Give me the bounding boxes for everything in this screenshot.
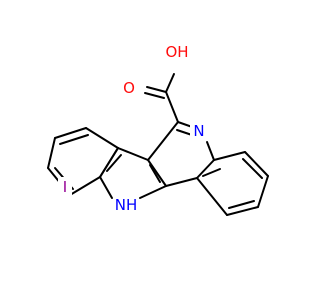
carboxyl-group xyxy=(144,73,179,123)
nh-label: NH xyxy=(115,196,138,214)
bond xyxy=(196,177,228,216)
benzo-ring-right xyxy=(196,151,269,216)
bond xyxy=(257,175,269,208)
bond xyxy=(147,121,179,161)
bond-c-oh xyxy=(165,73,175,93)
bond xyxy=(244,151,269,177)
bond-c-ring xyxy=(165,91,179,123)
bond xyxy=(206,141,215,161)
bond-c-o-double-a xyxy=(146,86,167,93)
carbonyl-oxygen-label: O xyxy=(123,79,135,97)
bond xyxy=(117,147,149,161)
bond xyxy=(106,154,122,172)
bond xyxy=(149,164,161,183)
bond xyxy=(196,159,215,179)
hydroxyl-label: OH xyxy=(165,43,188,61)
bond xyxy=(139,185,167,199)
bond xyxy=(202,168,221,177)
pyridine-ring xyxy=(147,121,215,187)
bond xyxy=(59,134,89,145)
bond-c-o-double-b xyxy=(144,92,165,99)
bond xyxy=(54,127,87,139)
ring-nitrogen-label: N xyxy=(193,122,204,140)
bond xyxy=(99,147,119,178)
bond xyxy=(85,127,119,149)
bond xyxy=(226,206,259,216)
bond xyxy=(69,176,101,196)
molecule-structure-diagram: OH O N NH I xyxy=(47,42,269,216)
bond xyxy=(176,129,193,136)
bond xyxy=(213,151,246,161)
bond xyxy=(147,159,167,187)
bond xyxy=(228,200,255,209)
iodine-label: I xyxy=(63,178,67,196)
bond xyxy=(99,176,113,199)
bond xyxy=(47,137,56,169)
bond xyxy=(242,158,263,179)
bond xyxy=(165,177,198,187)
atom-labels: OH O N NH I xyxy=(58,42,208,215)
